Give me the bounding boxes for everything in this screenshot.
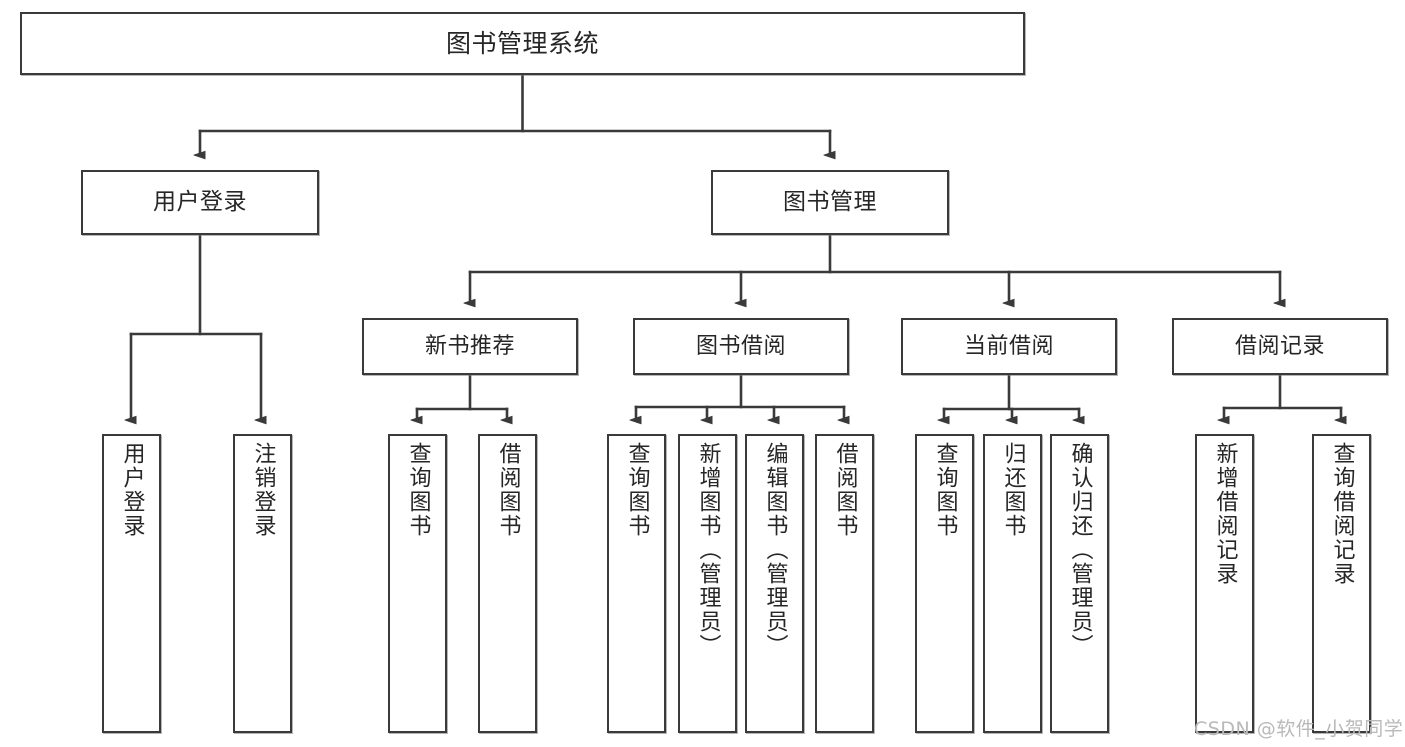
node-user-login-label: 用户登录 [153,188,247,215]
leaf-borrow-book-1[interactable]: 借阅图书 [478,434,537,733]
leaf-query-book-3[interactable]: 查询图书 [915,434,974,733]
leaf-user-login[interactable]: 用户登录 [102,434,161,733]
leaf-borrow-book-2-label: 借阅图书 [832,442,858,538]
leaf-query-record-label: 查询借阅记录 [1329,442,1355,586]
leaf-add-record[interactable]: 新增借阅记录 [1195,434,1254,733]
node-new-book-recommend[interactable]: 新书推荐 [362,318,578,375]
node-book-manage-label: 图书管理 [783,188,877,215]
leaf-borrow-book-1-label: 借阅图书 [495,442,521,538]
node-book-borrow[interactable]: 图书借阅 [633,318,849,375]
node-book-manage[interactable]: 图书管理 [711,170,949,235]
watermark-text: CSDN @软件_小贺同学 [1194,718,1404,740]
node-new-book-recommend-label: 新书推荐 [424,333,515,359]
node-root[interactable]: 图书管理系统 [20,12,1025,75]
node-user-login[interactable]: 用户登录 [81,170,319,235]
node-current-borrow[interactable]: 当前借阅 [901,318,1117,375]
leaf-confirm-return-label: 确认归还（管理员） [1067,442,1093,658]
leaf-user-logout-label: 注销登录 [250,442,276,538]
leaf-query-book-3-label: 查询图书 [932,442,958,538]
leaf-query-record[interactable]: 查询借阅记录 [1312,434,1371,733]
leaf-add-book[interactable]: 新增图书（管理员） [678,434,737,733]
leaf-return-book[interactable]: 归还图书 [983,434,1042,733]
leaf-edit-book-label: 编辑图书（管理员） [762,442,788,658]
node-current-borrow-label: 当前借阅 [963,333,1054,359]
leaf-borrow-book-2[interactable]: 借阅图书 [815,434,874,733]
node-borrow-record[interactable]: 借阅记录 [1172,318,1388,375]
leaf-query-book-1-label: 查询图书 [405,442,431,538]
leaf-user-logout[interactable]: 注销登录 [233,434,292,733]
leaf-edit-book[interactable]: 编辑图书（管理员） [745,434,804,733]
node-borrow-record-label: 借阅记录 [1234,333,1325,359]
leaf-query-book-2-label: 查询图书 [624,442,650,538]
leaf-add-book-label: 新增图书（管理员） [695,442,721,658]
leaf-query-book-2[interactable]: 查询图书 [607,434,666,733]
leaf-query-book-1[interactable]: 查询图书 [388,434,447,733]
leaf-add-record-label: 新增借阅记录 [1212,442,1238,586]
leaf-confirm-return[interactable]: 确认归还（管理员） [1050,434,1109,733]
leaf-user-login-label: 用户登录 [119,442,145,538]
node-root-label: 图书管理系统 [445,28,599,58]
node-book-borrow-label: 图书借阅 [695,333,786,359]
leaf-return-book-label: 归还图书 [1000,442,1026,538]
